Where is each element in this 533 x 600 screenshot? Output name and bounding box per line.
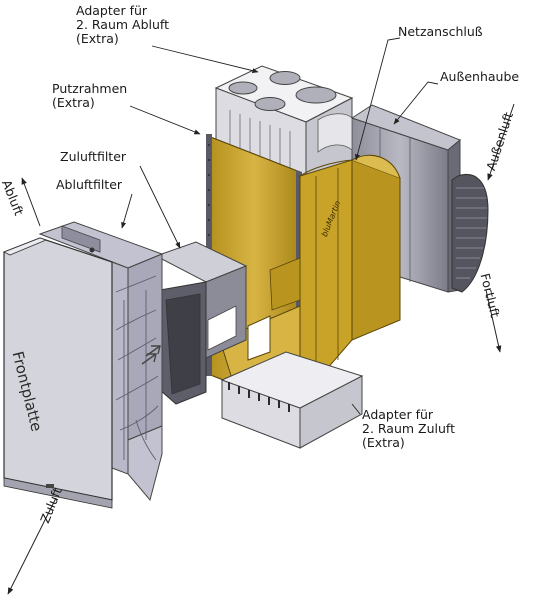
label-adapter-abluft-line3: (Extra) [76, 31, 119, 46]
label-adapter-abluft: Adapter für 2. Raum Abluft (Extra) [76, 4, 169, 46]
label-adapter-zuluft-line2: 2. Raum Zuluft [362, 421, 456, 436]
aussenluft-arrow [487, 103, 515, 181]
leader-adapter-zuluft [351, 403, 361, 415]
leader-abluftfilter [121, 193, 133, 229]
label-zuluftfilter: Zuluftfilter [60, 149, 127, 164]
label-adapter-zuluft: Adapter für 2. Raum Zuluft (Extra) [362, 408, 455, 450]
label-aussenhaube: Außenhaube [440, 69, 520, 84]
zuluft-arrow [7, 497, 57, 595]
label-abluftfilter: Abluftfilter [56, 177, 123, 192]
label-putzrahmen-line2: (Extra) [52, 95, 95, 110]
frontplatte-part [3, 237, 113, 509]
gold-duct-body [219, 154, 401, 402]
fortluft-arrow [485, 289, 502, 353]
flow-arrows [7, 103, 515, 595]
filter-housing-part [154, 241, 248, 405]
abluft-arrow [21, 177, 41, 227]
label-putzrahmen: Putzrahmen (Extra) [52, 82, 127, 110]
label-adapter-zuluft-line1: Adapter für [362, 407, 434, 422]
leader-adapter-abluft [151, 45, 259, 74]
main-unit-part [38, 221, 164, 502]
leader-putzrahmen [129, 105, 201, 135]
leader-zuluftfilter [139, 165, 181, 249]
label-putzrahmen-line1: Putzrahmen [52, 81, 128, 96]
label-adapter-abluft-line1: Adapter für [76, 3, 148, 18]
label-adapter-zuluft-line3: (Extra) [362, 435, 405, 450]
leader-netzanschluss [355, 37, 401, 161]
leader-aussenhaube [393, 81, 439, 125]
leader-lines [121, 37, 439, 415]
label-adapter-abluft-line2: 2. Raum Abluft [76, 17, 170, 32]
adapter-zuluft-part [220, 351, 364, 449]
label-netzanschluss: Netzanschluß [398, 24, 483, 39]
